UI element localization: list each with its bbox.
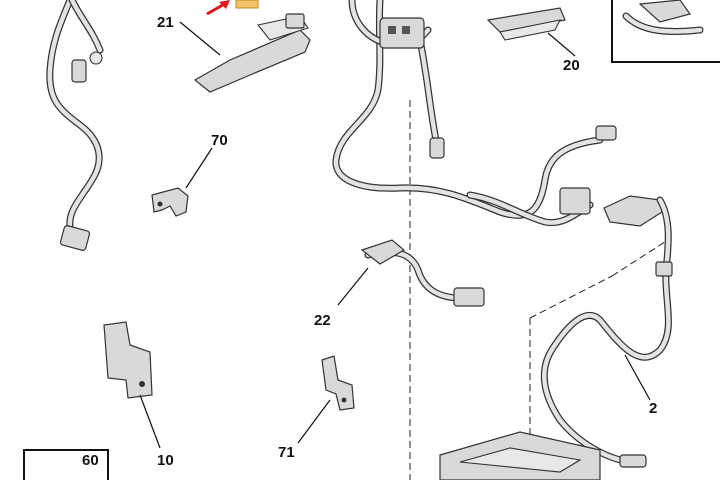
- cable-part-22: [360, 239, 485, 307]
- main-harness: [332, 0, 617, 227]
- callout-10: 10: [157, 452, 174, 469]
- bracket-part-21: [193, 13, 311, 93]
- bracket-part-10: [103, 321, 153, 399]
- left-harness-cable: [46, 0, 104, 251]
- callout-22: 22: [314, 312, 331, 329]
- assembly-guide-lines: [409, 100, 669, 480]
- right-connector: [603, 195, 663, 227]
- callout-2: 2: [649, 400, 657, 417]
- detail-inset-frame: [611, 0, 720, 63]
- callout-60: 60: [82, 452, 99, 469]
- bracket-part-20: [486, 7, 566, 41]
- clip-part-71: [321, 355, 355, 411]
- detail-inset-60: [23, 449, 109, 480]
- highlight-marker: [206, 0, 259, 16]
- leader-lines: [139, 21, 651, 449]
- callout-21: 21: [157, 14, 174, 31]
- callout-71: 71: [278, 444, 295, 461]
- clip-part-70: [151, 187, 189, 217]
- callout-70: 70: [211, 132, 228, 149]
- battery-box: [439, 431, 601, 480]
- callout-20: 20: [563, 57, 580, 74]
- battery-cable-part-2: [540, 196, 673, 468]
